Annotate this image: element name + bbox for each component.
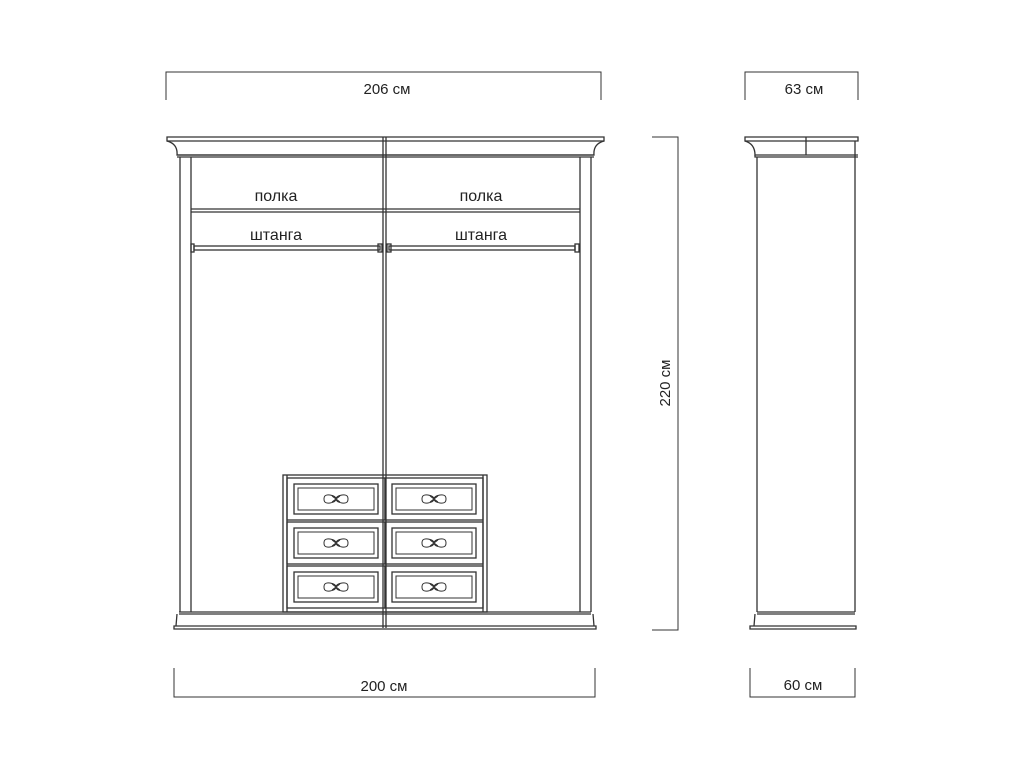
shelf-right-label: полка xyxy=(460,188,503,205)
ornament-handle-icon xyxy=(323,494,349,504)
ornament-handle-icon xyxy=(421,538,447,548)
front-view: полка полка штанга штанга xyxy=(166,136,605,630)
dimension-height-label: 220 см xyxy=(657,359,674,406)
drawer xyxy=(286,565,386,609)
dimension-top-width-label: 206 см xyxy=(363,81,410,98)
ornament-handle-icon xyxy=(323,538,349,548)
ornament-handle-icon xyxy=(323,582,349,592)
drawer xyxy=(384,521,484,565)
rod-left-label: штанга xyxy=(250,227,302,244)
dimension-side-top-depth: 63 см xyxy=(744,71,859,100)
drawer xyxy=(384,477,484,521)
drawer-chest xyxy=(282,474,488,613)
ornament-handle-icon xyxy=(421,494,447,504)
side-view xyxy=(744,136,859,630)
shelf-left-label: полка xyxy=(255,188,298,205)
dimension-height: 220 см xyxy=(652,136,679,631)
rod-right-label: штанга xyxy=(455,227,507,244)
dimension-side-top-depth-label: 63 см xyxy=(785,81,824,98)
dimension-bottom-width: 200 см xyxy=(173,668,596,698)
dimension-side-bottom-depth: 60 см xyxy=(749,668,856,698)
drawer xyxy=(286,521,386,565)
ornament-handle-icon xyxy=(421,582,447,592)
dimension-bottom-width-label: 200 см xyxy=(360,678,407,695)
dimension-side-bottom-depth-label: 60 см xyxy=(784,677,823,694)
drawer xyxy=(384,565,484,609)
dimension-top-width: 206 см xyxy=(165,71,602,100)
drawer xyxy=(286,477,386,521)
